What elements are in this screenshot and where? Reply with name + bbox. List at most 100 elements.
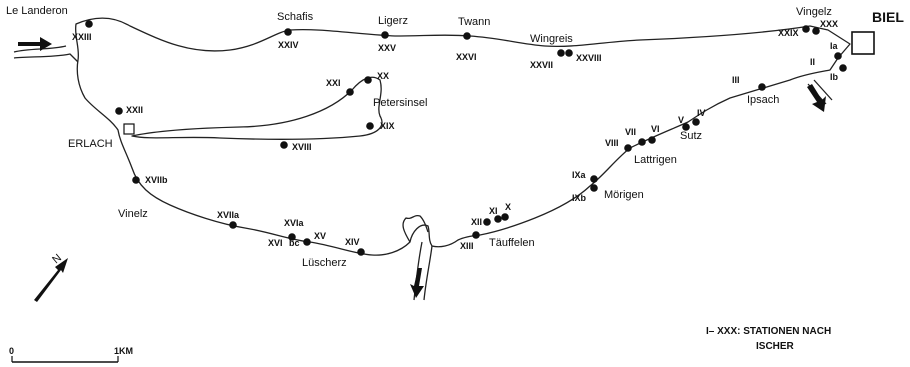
station-dot — [834, 52, 842, 60]
station-dot — [229, 221, 237, 229]
station-dot — [357, 248, 365, 256]
station-label: XXIII — [72, 32, 92, 42]
station-dot — [590, 184, 598, 192]
station-label: IXa — [572, 170, 587, 180]
place-tauffelen: Täuffelen — [489, 237, 535, 249]
station-dot — [472, 231, 480, 239]
station-label: XII — [471, 217, 482, 227]
station-dot — [346, 88, 354, 96]
station-label: XIX — [380, 121, 395, 131]
north-arrow-icon — [34, 258, 68, 302]
place-biel: BIEL — [872, 9, 904, 25]
station-dot — [812, 27, 820, 35]
station-dot — [557, 49, 565, 57]
place-twann: Twann — [458, 16, 490, 28]
station-label: XVI — [268, 238, 283, 248]
station-label: V — [678, 115, 684, 125]
station-dot — [501, 213, 509, 221]
legend-line-1: I– XXX: STATIONEN NACH — [706, 326, 831, 337]
canal-arrow-icon — [410, 268, 424, 298]
station-label: XXI — [326, 78, 341, 88]
place-erlach: ERLACH — [68, 138, 113, 150]
lake-shoreline — [74, 17, 851, 256]
place-schafis: Schafis — [277, 11, 314, 23]
station-label: XXIX — [778, 28, 799, 38]
station-dot — [85, 20, 93, 28]
station-label: XXVI — [456, 52, 477, 62]
station-label: XXII — [126, 105, 143, 115]
station-label: VIII — [605, 138, 619, 148]
place-morigen: Mörigen — [604, 189, 644, 201]
scale-zero: 0 — [9, 346, 14, 356]
station-label: XXVIII — [576, 53, 602, 63]
station-dot — [494, 215, 502, 223]
station-label: Ib — [830, 72, 839, 82]
station-dot — [590, 175, 598, 183]
station-label: VI — [651, 124, 660, 134]
station-dot — [463, 32, 471, 40]
place-wingreis: Wingreis — [530, 33, 573, 45]
station-label: XXIV — [278, 40, 299, 50]
place-lattrigen: Lattrigen — [634, 154, 677, 166]
station-label: XIII — [460, 241, 474, 251]
station-dot — [802, 25, 810, 33]
scale-end: 1KM — [114, 346, 133, 356]
place-le-landeron: Le Landeron — [6, 5, 68, 17]
station-dot — [638, 138, 646, 146]
place-vingelz: Vingelz — [796, 6, 832, 18]
station-dot — [758, 83, 766, 91]
station-dot — [303, 238, 311, 246]
station-label: X — [505, 202, 511, 212]
station-label: IXb — [572, 193, 587, 203]
station-dot — [483, 218, 491, 226]
station-label: II — [810, 57, 815, 67]
outflow-arrow-icon — [807, 84, 826, 112]
petersinsel-shore — [131, 76, 383, 140]
place-vinelz: Vinelz — [118, 208, 148, 220]
station-label: XVIII — [292, 142, 312, 152]
station-label: XV — [314, 231, 326, 241]
station-dot — [624, 144, 632, 152]
station-dot — [682, 123, 690, 131]
station-label: VII — [625, 127, 636, 137]
station-label: XIV — [345, 237, 360, 247]
station-label: XX — [377, 71, 389, 81]
station-dot — [381, 31, 389, 39]
scale-bar — [11, 356, 119, 363]
place-sutz: Sutz — [680, 130, 702, 142]
station-label: XI — [489, 206, 498, 216]
station-dot — [692, 118, 700, 126]
erlach-symbol — [123, 123, 135, 135]
station-dot — [364, 76, 372, 84]
station-label: Ia — [830, 41, 839, 51]
station-label: XXV — [378, 43, 396, 53]
inflow-river — [13, 45, 79, 63]
station-label: XVIIb — [145, 175, 168, 185]
station-label: XXX — [820, 19, 838, 29]
station-label: bc — [289, 238, 300, 248]
station-dot — [115, 107, 123, 115]
station-dot — [648, 136, 656, 144]
station-dot — [132, 176, 140, 184]
station-dot — [839, 64, 847, 72]
place-ligerz: Ligerz — [378, 15, 408, 27]
station-dot — [366, 122, 374, 130]
station-dot — [288, 233, 296, 241]
station-label: XVIa — [284, 218, 305, 228]
biel-symbol — [851, 31, 875, 55]
station-dot — [280, 141, 288, 149]
station-label: III — [732, 75, 740, 85]
inflow-arrow-icon — [18, 37, 52, 51]
legend-line-2: ISCHER — [756, 341, 795, 352]
place-petersinsel: Petersinsel — [373, 97, 427, 109]
station-label: IV — [697, 108, 706, 118]
place-luscherz: Lüscherz — [302, 257, 347, 269]
station-dot — [565, 49, 573, 57]
station-dots — [85, 20, 847, 256]
station-label: XVIIa — [217, 210, 240, 220]
place-ipsach: Ipsach — [747, 94, 779, 106]
station-dot — [284, 28, 292, 36]
station-label: XXVII — [530, 60, 553, 70]
